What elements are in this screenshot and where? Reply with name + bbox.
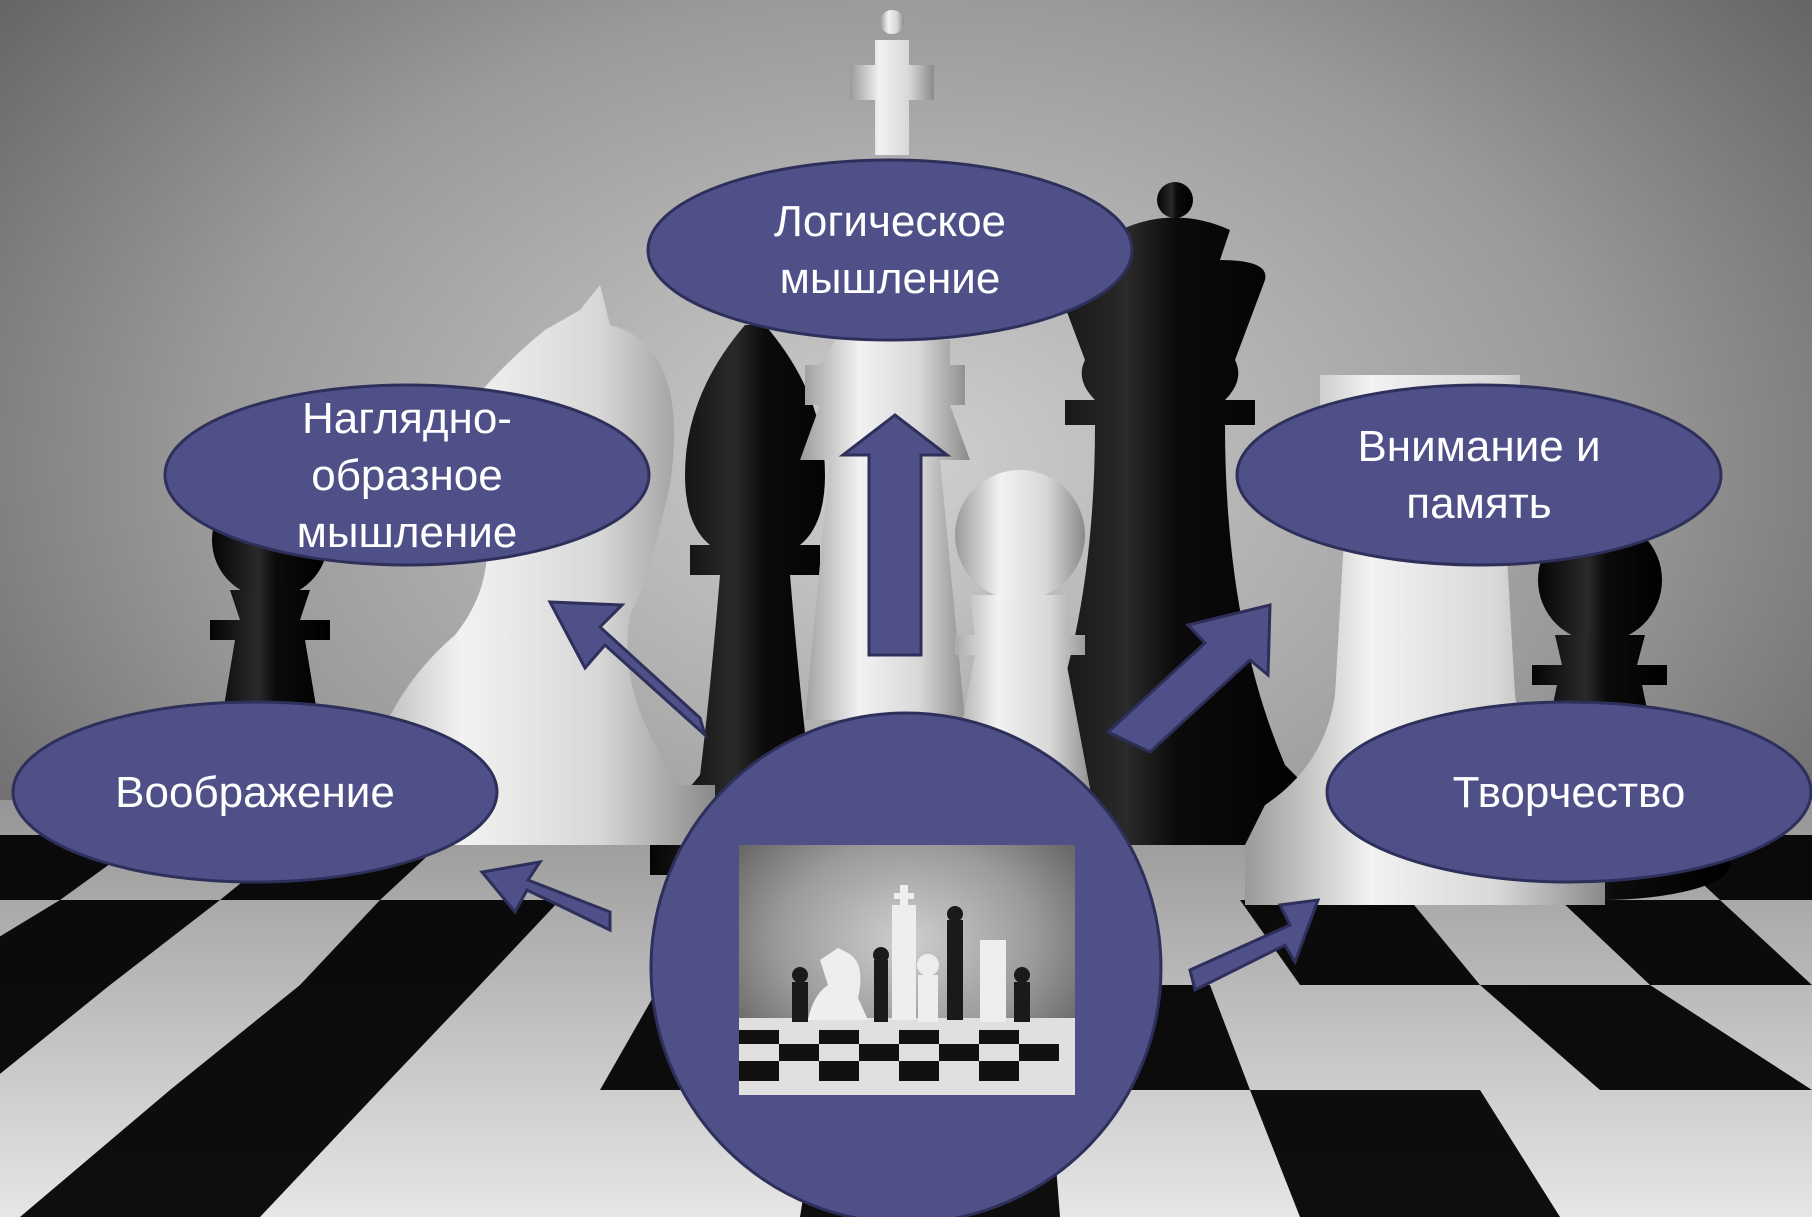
node-visual-shape — [163, 383, 651, 567]
node-visual-thinking: Наглядно- образное мышление — [296, 393, 518, 557]
node-imagination-shape — [11, 700, 499, 884]
node-logic-shape — [646, 158, 1134, 342]
node-creativity: Творчество — [1452, 767, 1686, 817]
node-attention-memory: Внимание и память — [1357, 422, 1601, 528]
node-logical-thinking: Логическое мышление — [773, 197, 1007, 303]
node-creativity-shape — [1325, 700, 1812, 884]
connector-arrows — [479, 413, 1321, 993]
node-shapes — [11, 158, 1812, 884]
node-imagination: Воображение — [115, 767, 395, 817]
chess-pieces-photo — [739, 845, 1075, 1095]
node-attention-shape — [1235, 383, 1723, 567]
